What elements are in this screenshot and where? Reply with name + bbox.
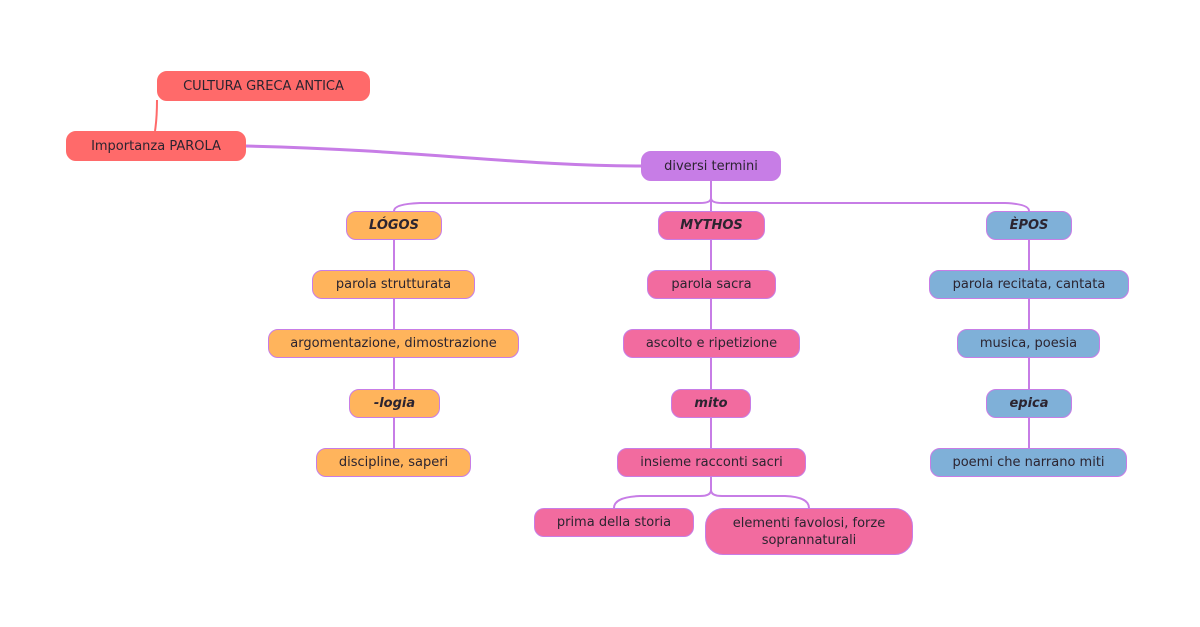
node-cultura-greca-antica[interactable]: CULTURA GRECA ANTICA (157, 71, 370, 101)
node-prima-della-storia[interactable]: prima della storia (534, 508, 694, 537)
node-ascolto-ripetizione[interactable]: ascolto e ripetizione (623, 329, 800, 358)
link-importanza-termini (245, 144, 642, 168)
node-label: poemi che narrano miti (952, 455, 1105, 470)
node-importanza-parola[interactable]: Importanza PAROLA (66, 131, 246, 161)
node-poemi-che-narrano-miti[interactable]: poemi che narrano miti (930, 448, 1127, 477)
link-racconti-elementi (710, 477, 810, 509)
node-parola-sacra[interactable]: parola sacra (647, 270, 776, 299)
node-label: musica, poesia (979, 336, 1078, 351)
node-label: elementi favolosi, forze soprannaturali (732, 515, 886, 548)
node-label: insieme racconti sacri (640, 455, 783, 470)
node-label: diversi termini (664, 158, 758, 174)
node-label: Importanza PAROLA (91, 138, 221, 154)
node-logos[interactable]: LÓGOS (346, 211, 442, 240)
node-mythos[interactable]: MYTHOS (658, 211, 765, 240)
node-epica[interactable]: epica (986, 389, 1072, 418)
link-termini-epos (710, 181, 1030, 212)
node-label: LÓGOS (369, 218, 419, 233)
node-diversi-termini[interactable]: diversi termini (641, 151, 781, 181)
node-label: parola recitata, cantata (952, 277, 1106, 292)
node-label: epica (1009, 396, 1049, 411)
node-insieme-racconti-sacri[interactable]: insieme racconti sacri (617, 448, 806, 477)
node-musica-poesia[interactable]: musica, poesia (957, 329, 1100, 358)
node-label: parola strutturata (335, 277, 452, 292)
node-argomentazione-dimostrazione[interactable]: argomentazione, dimostrazione (268, 329, 519, 358)
node-label: argomentazione, dimostrazione (290, 336, 497, 351)
node-elementi-favolosi[interactable]: elementi favolosi, forze soprannaturali (705, 508, 913, 555)
node-label: MYTHOS (680, 218, 743, 233)
node-discipline-saperi[interactable]: discipline, saperi (316, 448, 471, 477)
node-logia[interactable]: -logia (349, 389, 440, 418)
node-label: -logia (373, 396, 416, 411)
node-label: parola sacra (671, 277, 752, 292)
link-cultura-importanza (154, 99, 158, 132)
node-label: prima della storia (556, 515, 672, 530)
node-mito[interactable]: mito (671, 389, 751, 418)
node-label: ÈPOS (1009, 218, 1049, 233)
node-label: mito (694, 396, 728, 411)
node-label: discipline, saperi (338, 455, 449, 470)
link-termini-logos (393, 181, 712, 212)
node-parola-strutturata[interactable]: parola strutturata (312, 270, 475, 299)
link-racconti-prima (613, 477, 712, 509)
node-epos[interactable]: ÈPOS (986, 211, 1072, 240)
node-label: ascolto e ripetizione (645, 336, 778, 351)
node-label: CULTURA GRECA ANTICA (183, 78, 344, 94)
node-parola-recitata-cantata[interactable]: parola recitata, cantata (929, 270, 1129, 299)
